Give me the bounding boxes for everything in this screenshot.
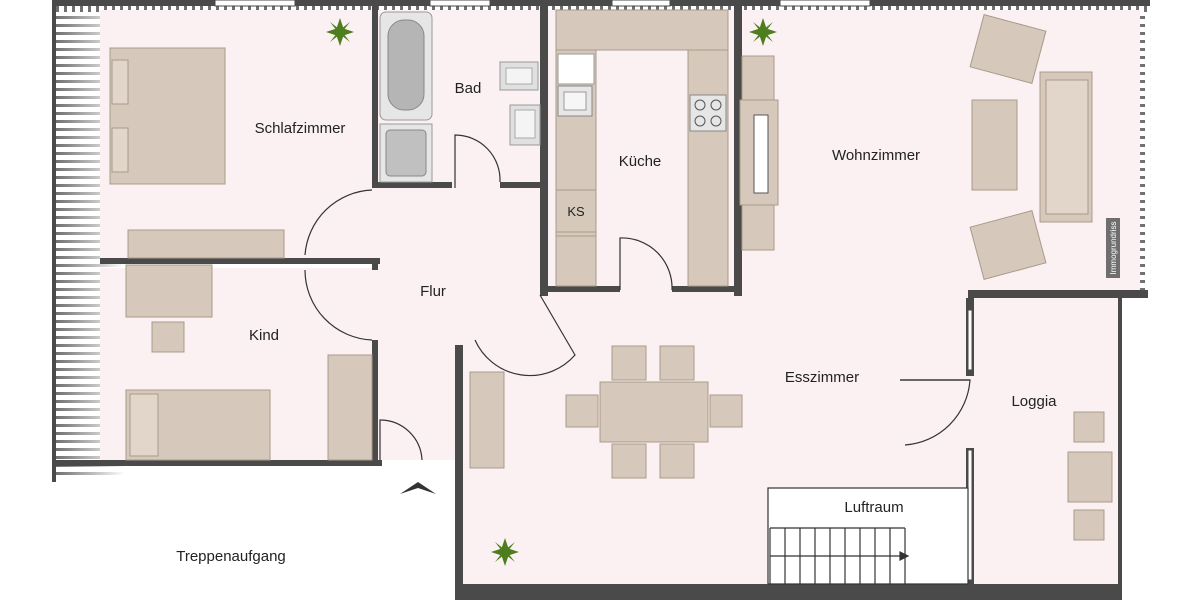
loggia-furniture <box>1067 411 1113 541</box>
plant-icon <box>749 18 777 46</box>
plant-icon <box>326 18 354 46</box>
stairs <box>767 487 969 585</box>
room-label-treppenaufgang: Treppenaufgang <box>176 548 286 565</box>
room-label-schlafzimmer: Schlafzimmer <box>255 120 346 137</box>
room-label-wohnzimmer: Wohnzimmer <box>832 147 920 164</box>
room-label-kueche: Küche <box>619 153 662 170</box>
bedroom-furniture <box>109 47 285 259</box>
room-label-ks: KS <box>567 204 585 219</box>
watermark-text: Immogrundriss <box>1109 222 1118 275</box>
living-furniture <box>969 14 1093 280</box>
kitchen-appliances <box>555 53 769 233</box>
watermark: Immogrundriss <box>1106 218 1120 278</box>
plant-icon <box>491 538 519 566</box>
entrance-arrow-icon <box>400 482 436 494</box>
kind-furniture <box>125 264 373 461</box>
room-label-bad: Bad <box>455 80 482 97</box>
room-label-kind: Kind <box>249 327 279 344</box>
dining-furniture <box>565 345 743 479</box>
room-label-luftraum: Luftraum <box>844 499 903 516</box>
flur-furniture <box>469 371 505 469</box>
room-label-loggia: Loggia <box>1011 393 1057 410</box>
room-label-flur: Flur <box>420 283 446 300</box>
doors <box>304 134 971 461</box>
bathroom-fixtures <box>379 11 541 183</box>
room-label-esszimmer: Esszimmer <box>785 369 859 386</box>
